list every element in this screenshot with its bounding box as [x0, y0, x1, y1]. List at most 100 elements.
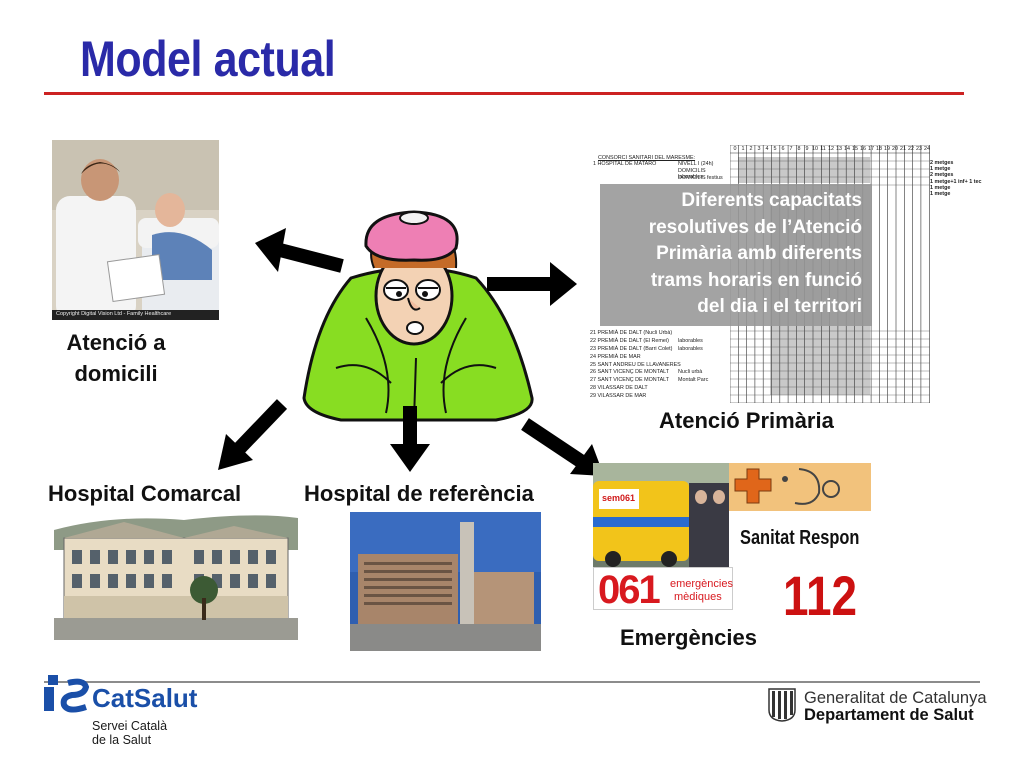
hour-label: 2: [749, 146, 753, 152]
schedule-row: 1 HOSPITAL DE MATARÓ NIVELL I (24h): [593, 161, 728, 167]
schedule-row: 27 SANT VICENÇ DE MONTALT Montalt Parc: [590, 377, 730, 385]
hour-label: 23: [916, 146, 922, 152]
schedule-level: Nucli urbà: [678, 369, 703, 376]
hour-label: 14: [844, 146, 850, 152]
label-hospital-comarcal: Hospital Comarcal: [48, 481, 242, 506]
label-atencio-domicili-line1: Atenció a: [66, 330, 166, 355]
hour-label: 5: [773, 146, 777, 152]
hour-label: 20: [892, 146, 898, 152]
generalitat-name: Generalitat de Catalunya: [804, 689, 987, 707]
schedule-row: 26 SANT VICENÇ DE MONTALT Nucli urbà: [590, 369, 730, 377]
schedule-place: 24 PREMIÀ DE MAR: [590, 353, 641, 360]
schedule-place: 28 VILASSAR DE DALT: [590, 385, 648, 392]
department-name: Departament de Salut: [804, 706, 974, 724]
home-care-photo: Copyright Digital Vision Ltd - Family He…: [52, 140, 219, 320]
staff-note: 1 metge: [930, 191, 951, 198]
hour-label: 4: [765, 146, 769, 152]
caption-line: trams horaris en funció: [650, 269, 862, 291]
staff-note: 1 metge+1 inf+ 1 tec: [930, 178, 982, 185]
logo-061-line1: emergències: [670, 578, 733, 590]
schedule-row: 29 VILASSAR DE MAR: [590, 393, 730, 401]
hospital-comarcal-photo: [54, 510, 298, 640]
staff-note: 2 metges: [930, 172, 954, 179]
hour-label: 24: [924, 146, 930, 152]
schedule-level: laborables: [678, 345, 703, 352]
schedule-level: Montalt Parc: [678, 377, 709, 384]
sanitat-respon-text: Sanitat Respon: [740, 527, 860, 549]
schedule-place: 1 HOSPITAL DE MATARÓ: [593, 161, 657, 167]
hour-label: 3: [757, 146, 761, 152]
hour-label: 6: [781, 146, 785, 152]
hour-label: 16: [860, 146, 866, 152]
hour-label: 19: [884, 146, 890, 152]
arrow-to-hospital-referencia: [390, 406, 430, 472]
catsalut-name: CatSalut: [92, 683, 198, 713]
caption-text: Diferents capacitats resolutives de l’At…: [600, 188, 862, 321]
hour-label: 8: [797, 146, 801, 152]
catsalut-subtitle: Servei Català de la Salut: [92, 719, 167, 747]
schedule-row: 28 VILASSAR DE DALT: [590, 385, 730, 393]
caption-line: del dia i el territori: [697, 296, 862, 317]
catsalut-sub2: de la Salut: [92, 733, 152, 747]
hour-label: 18: [876, 146, 882, 152]
title-underline: [44, 92, 964, 95]
arrow-to-hospital-comarcal: [218, 399, 288, 470]
schedule-place: 22 PREMIÀ DE DALT (El Remei): [590, 337, 669, 344]
photo-credit: Copyright Digital Vision Ltd - Family He…: [56, 311, 172, 317]
schedule-row: 25 SANT ANDREU DE LLAVANERES: [590, 362, 730, 370]
caption-line: resolutives de l’Atenció: [648, 216, 862, 238]
schedule-place: 29 VILASSAR DE MAR: [590, 393, 647, 400]
staff-note: 2 metges: [930, 160, 954, 166]
staff-note: 1 metge: [930, 166, 951, 173]
hour-label: 7: [789, 146, 793, 152]
schedule-staff-notes: 2 metges 1 metge 2 metges 1 metge+1 inf+…: [930, 160, 982, 197]
label-emergencies: Emergències: [620, 625, 757, 650]
schedule-header: CONSORCI SANITARI DEL MARESME:: [598, 155, 696, 161]
schedule-row: 23 PREMIÀ DE DALT (Barri Colet) laborable…: [590, 346, 730, 354]
hour-label: 10: [812, 146, 818, 152]
logo-061-line2: mèdiques: [674, 591, 722, 603]
label-hospital-referencia: Hospital de referència: [304, 481, 534, 506]
arrow-to-home-care: [255, 228, 344, 273]
slide-title: Model actual: [80, 31, 336, 87]
sanitat-respon-logo: [729, 463, 871, 511]
hospital-referencia-photo: [350, 512, 541, 651]
hour-label: 21: [900, 146, 906, 152]
hour-label: 12: [828, 146, 834, 152]
schedule-row: 24 PREMIÀ DE MAR: [590, 354, 730, 362]
sem-logo: sem061: [602, 493, 636, 503]
caption-line: Primària amb diferents: [656, 243, 862, 264]
hour-label: 22: [908, 146, 914, 152]
schedule-bottom-rows: 21 PREMIÀ DE DALT (Nucli Urbà) 22 PREMIÀ…: [590, 330, 730, 401]
generalitat-shield-icon: [768, 688, 796, 722]
schedule-row: 22 PREMIÀ DE DALT (El Remei) laborables: [590, 338, 730, 346]
hour-label: 13: [836, 146, 842, 152]
schedule-place: 25 SANT ANDREU DE LLAVANERES: [590, 361, 681, 368]
label-atencio-primaria: Atenció Primària: [659, 408, 834, 433]
caption-box: [600, 184, 872, 326]
hour-label: 0: [733, 146, 737, 152]
ambulance-photo: sem061: [593, 463, 729, 567]
label-atencio-domicili: Atenció a domicili: [52, 327, 180, 389]
schedule-row: 21 PREMIÀ DE DALT (Nucli Urbà): [590, 330, 730, 338]
arrow-to-primary-care: [487, 262, 577, 306]
schedule-level: DOMICILIS festius: [678, 175, 723, 181]
sick-patient-illustration: [296, 208, 536, 430]
schedule-place: 27 SANT VICENÇ DE MONTALT: [590, 377, 670, 384]
hour-label: 17: [868, 146, 874, 152]
schedule-place: 23 PREMIÀ DE DALT (Barri Colet): [590, 345, 673, 352]
schedule-place: 26 SANT VICENÇ DE MONTALT: [590, 369, 670, 376]
schedule-level: DOMICILIS laborables: [678, 168, 706, 180]
catsalut-sub1: Servei Català: [92, 719, 168, 733]
logo-061: 061 emergències mèdiques: [593, 567, 733, 612]
staff-note: 1 metge: [930, 184, 951, 191]
schedule-level: laborables: [678, 337, 703, 344]
schedule-hours: 0 1 2 3 4 5 6 7 8 9 10 11 12 13 14 15 16…: [731, 146, 931, 152]
schedule-place: 21 PREMIÀ DE DALT (Nucli Urbà): [590, 330, 673, 336]
hour-label: 9: [805, 146, 809, 152]
hour-label: 11: [820, 146, 826, 152]
number-112: 112: [783, 564, 858, 627]
hour-label: 15: [852, 146, 858, 152]
schedule-level: NIVELL I (24h): [678, 161, 714, 167]
